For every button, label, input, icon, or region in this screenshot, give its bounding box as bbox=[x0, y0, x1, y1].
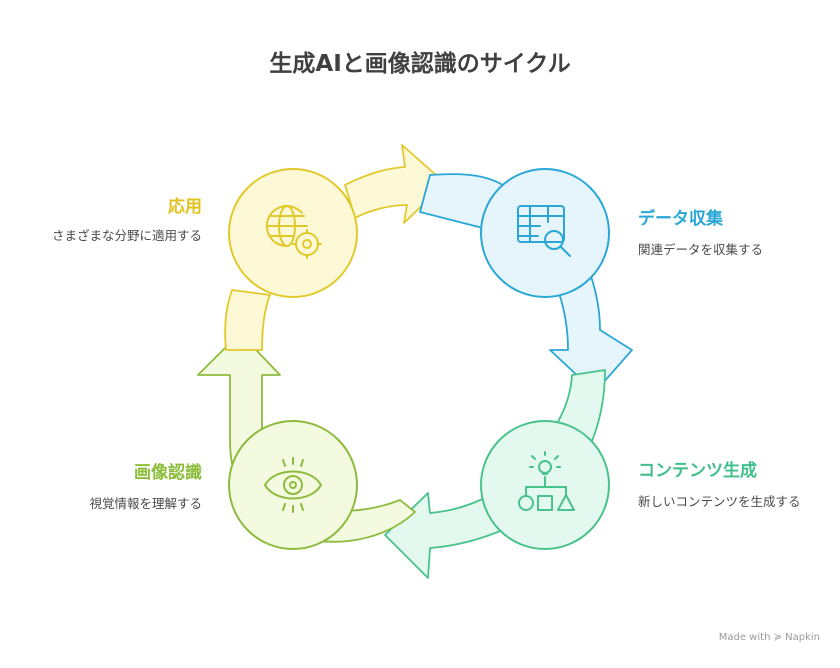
idea-shapes-icon bbox=[518, 451, 575, 511]
step-desc-data-collection: 関連データを収集する bbox=[638, 242, 764, 257]
table-search-icon bbox=[517, 205, 571, 257]
step-desc-image-recognition: 視覚情報を理解する bbox=[89, 496, 202, 511]
eye-icon bbox=[264, 457, 322, 513]
arrow-left-tail bbox=[224, 289, 271, 351]
step-desc-content-generation: 新しいコンテンツを生成する bbox=[638, 494, 801, 509]
diagram-title: 生成AIと画像認識のサイクル bbox=[269, 51, 571, 77]
step-desc-application: さまざまな分野に適用する bbox=[51, 228, 202, 243]
globe-gear-icon bbox=[265, 205, 322, 259]
made-with-napkin-credit: Made with ≽ Napkin bbox=[718, 632, 820, 643]
circle-data-collection bbox=[480, 168, 610, 298]
step-label-content-generation: コンテンツ生成 bbox=[638, 461, 757, 481]
step-label-image-recognition: 画像認識 bbox=[134, 463, 202, 483]
step-label-application: 応用 bbox=[168, 197, 202, 217]
circle-image-recognition bbox=[228, 420, 358, 550]
step-label-data-collection: データ収集 bbox=[638, 209, 723, 229]
circle-application bbox=[228, 168, 358, 298]
